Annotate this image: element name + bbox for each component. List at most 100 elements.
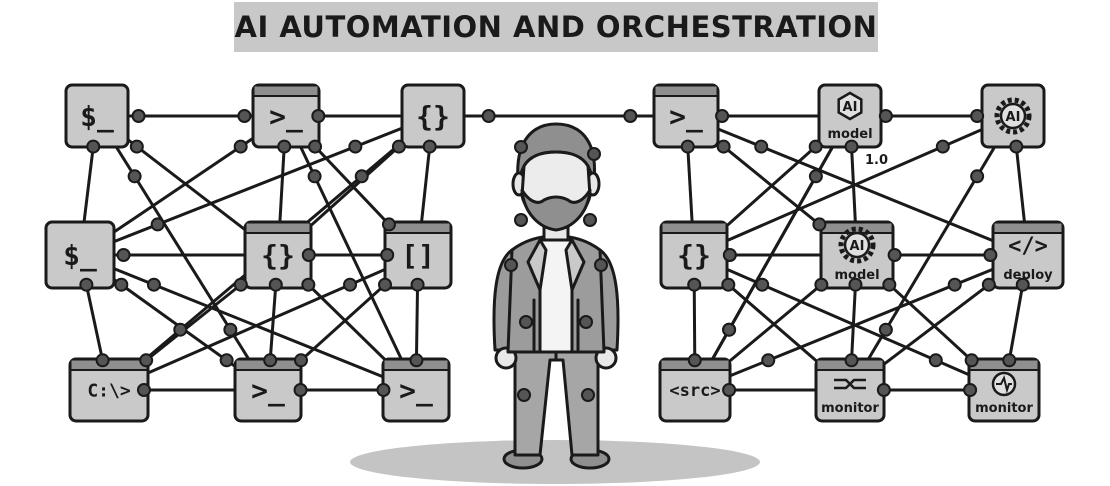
node-header-bar — [822, 223, 892, 233]
floor-shadow — [350, 440, 760, 484]
code-braces-node[interactable]: {} — [400, 83, 466, 149]
hexagon-icon — [837, 91, 863, 121]
junction-dot — [812, 217, 827, 232]
junction-dot — [150, 217, 165, 232]
code-braces-node[interactable]: {} — [243, 220, 313, 290]
junction-dot — [376, 383, 391, 397]
bash-terminal-node[interactable]: $_ — [44, 220, 116, 290]
junction-dot — [391, 139, 406, 154]
cmd-prompt-icon: C:\> — [87, 380, 131, 401]
connection-line — [284, 115, 418, 391]
junction-dot — [237, 109, 252, 123]
junction-dot — [139, 353, 154, 368]
junction-dot — [131, 109, 146, 123]
src-tag-icon: <src> — [669, 381, 720, 401]
junction-dot — [86, 139, 101, 154]
connection-line — [108, 253, 419, 392]
junction-dot — [301, 277, 316, 292]
shell-prompt-node[interactable]: >_ — [652, 83, 720, 149]
junction-dot — [963, 383, 978, 397]
junction-dot — [715, 109, 730, 123]
prompt-window-icon: >_ — [669, 100, 703, 133]
monitor-pulse-node[interactable]: monitor — [967, 357, 1041, 423]
node-label: monitor — [821, 401, 879, 416]
code-flame-icon: </> — [1008, 234, 1048, 259]
junction-dot — [343, 277, 358, 292]
junction-dot — [514, 140, 528, 154]
shell-prompt-node[interactable]: >_ — [233, 357, 303, 423]
junction-dot — [887, 248, 902, 262]
junction-dot — [1015, 277, 1030, 292]
node-header-bar — [970, 360, 1038, 370]
flow-arrows-icon — [834, 378, 866, 390]
junction-dot — [1002, 353, 1017, 368]
connection-line — [693, 253, 1005, 392]
right-lapel — [564, 238, 586, 292]
junction-dot — [876, 383, 891, 397]
junction-dot — [223, 322, 238, 337]
junction-dot — [268, 277, 283, 292]
junction-dots — [79, 109, 1030, 402]
windows-cmd-node[interactable]: C:\> — [68, 357, 150, 423]
node-header-bar — [655, 86, 717, 96]
monitor-flow-node[interactable]: monitor — [814, 357, 886, 423]
junction-dot — [844, 353, 859, 368]
junction-dot — [981, 277, 996, 292]
deploy-node[interactable]: </> deploy — [991, 220, 1065, 290]
junction-dot — [519, 315, 533, 329]
connection-line — [95, 115, 270, 391]
node-label: model — [834, 268, 879, 283]
junction-dot — [808, 139, 823, 154]
junction-dot — [380, 248, 395, 262]
node-header-bar — [246, 223, 310, 233]
junction-dot — [233, 139, 248, 154]
bash-terminal-node[interactable]: $_ — [64, 83, 130, 149]
junction-dot — [970, 109, 985, 123]
junction-dot — [263, 353, 278, 368]
junction-dot — [928, 353, 943, 368]
junction-dot — [348, 139, 363, 154]
junction-dot — [277, 139, 292, 154]
connection-line — [694, 253, 1029, 392]
connection-line — [79, 253, 417, 392]
junction-dot — [722, 248, 737, 262]
junction-dot — [514, 213, 528, 227]
junction-dot — [754, 139, 769, 154]
curly-braces-icon: {} — [677, 239, 711, 272]
junction-dot — [579, 315, 593, 329]
junction-dot — [722, 322, 737, 337]
node-label: deploy — [1003, 268, 1053, 283]
gear-icon — [838, 226, 876, 264]
junction-dot — [808, 169, 823, 184]
gear-core — [843, 231, 871, 259]
dollar-prompt-icon: $_ — [80, 100, 114, 133]
junction-dot — [294, 353, 308, 368]
junction-dot — [947, 277, 962, 292]
junction-dot — [422, 139, 437, 154]
gear-core — [999, 102, 1027, 130]
person-figure — [492, 122, 620, 470]
code-braces-node[interactable]: {} — [659, 220, 729, 290]
junction-dot — [814, 277, 829, 292]
junction-dot — [308, 139, 323, 154]
node-header-bar — [994, 223, 1062, 233]
prompt-window-icon: >_ — [399, 374, 433, 407]
junction-dot — [882, 277, 897, 292]
junction-dot — [1009, 139, 1024, 154]
prompt-window-icon: >_ — [269, 100, 303, 133]
version-label: 1.0 — [865, 153, 888, 168]
shell-prompt-node[interactable]: >_ — [251, 83, 321, 149]
junction-dot — [844, 139, 859, 154]
junction-dot — [114, 277, 129, 292]
junction-dot — [848, 277, 863, 292]
ai-gear-node[interactable]: AI — [980, 83, 1046, 149]
junction-dot — [129, 139, 144, 154]
shell-prompt-node[interactable]: >_ — [381, 357, 451, 423]
junction-dot — [481, 109, 496, 123]
source-code-node[interactable]: <src> — [658, 357, 732, 423]
node-label: monitor — [975, 401, 1033, 416]
junction-dot — [722, 383, 737, 397]
connection-line — [693, 115, 852, 391]
